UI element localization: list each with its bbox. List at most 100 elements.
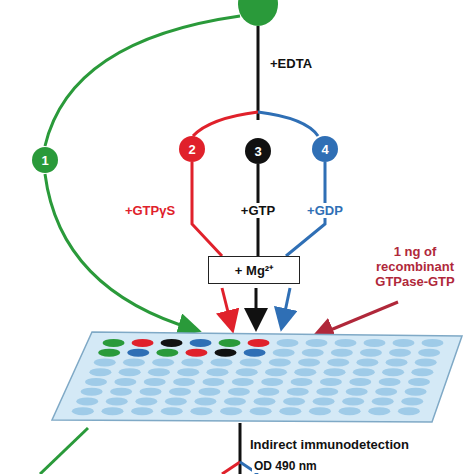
well (363, 339, 385, 347)
connector (192, 162, 222, 256)
step-number: 2 (188, 142, 195, 157)
well (85, 378, 107, 386)
well (119, 368, 141, 376)
blue-arrow (282, 288, 290, 326)
well (331, 349, 353, 357)
step-circle: 1 (32, 147, 58, 173)
well (132, 339, 154, 347)
well (232, 378, 254, 386)
well (106, 397, 128, 405)
process-box: + Mg²⁺ (208, 256, 300, 284)
annotation-label: +GTP (239, 203, 277, 218)
well (418, 349, 440, 357)
well (190, 339, 212, 347)
well (101, 407, 123, 415)
well (324, 368, 346, 376)
readout-line (239, 423, 242, 474)
red-arrow (222, 288, 232, 328)
well (277, 339, 299, 347)
well (320, 378, 342, 386)
well (302, 349, 324, 357)
well (185, 349, 207, 357)
sample-line (257, 26, 260, 120)
well (161, 339, 183, 347)
well (250, 407, 272, 415)
well (224, 397, 246, 405)
well (273, 349, 295, 357)
well (408, 378, 430, 386)
well (190, 407, 212, 415)
well (368, 407, 390, 415)
well (339, 407, 361, 415)
well (156, 349, 178, 357)
well (265, 368, 287, 376)
annotation-label: 1 ng of recombinant GTPase-GTP (357, 244, 473, 289)
well (173, 378, 195, 386)
step-number: 4 (321, 142, 328, 157)
well (291, 378, 313, 386)
well (346, 388, 368, 396)
well (181, 358, 203, 366)
well (316, 388, 338, 396)
step-circle: 3 (245, 138, 271, 164)
well (313, 397, 335, 405)
annotation-label: +GDP (305, 203, 345, 218)
well (327, 358, 349, 366)
split-red (193, 112, 258, 136)
well (144, 378, 166, 386)
well (72, 407, 94, 415)
well (342, 397, 364, 405)
well (194, 397, 216, 405)
well (379, 378, 401, 386)
well (334, 339, 356, 347)
well (148, 368, 170, 376)
well (382, 368, 404, 376)
well (240, 358, 262, 366)
well (415, 358, 437, 366)
green-path (45, 16, 240, 146)
well (392, 339, 414, 347)
readout-red (222, 462, 240, 474)
well (165, 397, 187, 405)
well (206, 368, 228, 376)
well (356, 358, 378, 366)
well (103, 339, 125, 347)
well (131, 407, 153, 415)
well (349, 378, 371, 386)
well (169, 388, 191, 396)
step-number: 1 (41, 153, 48, 168)
well (81, 388, 103, 396)
well (98, 349, 120, 357)
well (127, 349, 149, 357)
cell-sample (238, 0, 278, 26)
well (76, 397, 98, 405)
well (401, 397, 423, 405)
split-blue (258, 112, 318, 136)
well (360, 349, 382, 357)
well (309, 407, 331, 415)
annotation-label: OD 490 nm (252, 459, 319, 473)
well (269, 358, 291, 366)
black-arrow (255, 288, 258, 326)
well (236, 368, 258, 376)
well (386, 358, 408, 366)
green-arrow (45, 174, 196, 330)
annotation-label: +GTPγS (123, 203, 177, 218)
well (411, 368, 433, 376)
recombinant-arrow (316, 302, 398, 336)
well (228, 388, 250, 396)
well (353, 368, 375, 376)
well (372, 397, 394, 405)
well (306, 339, 328, 347)
well (287, 388, 309, 396)
well (219, 339, 241, 347)
well (210, 358, 232, 366)
annotation-label: Indirect immunodetection (248, 437, 411, 452)
step-circle: 2 (179, 136, 205, 162)
step-circle: 4 (312, 136, 338, 162)
well (110, 388, 132, 396)
well (294, 368, 316, 376)
well (298, 358, 320, 366)
